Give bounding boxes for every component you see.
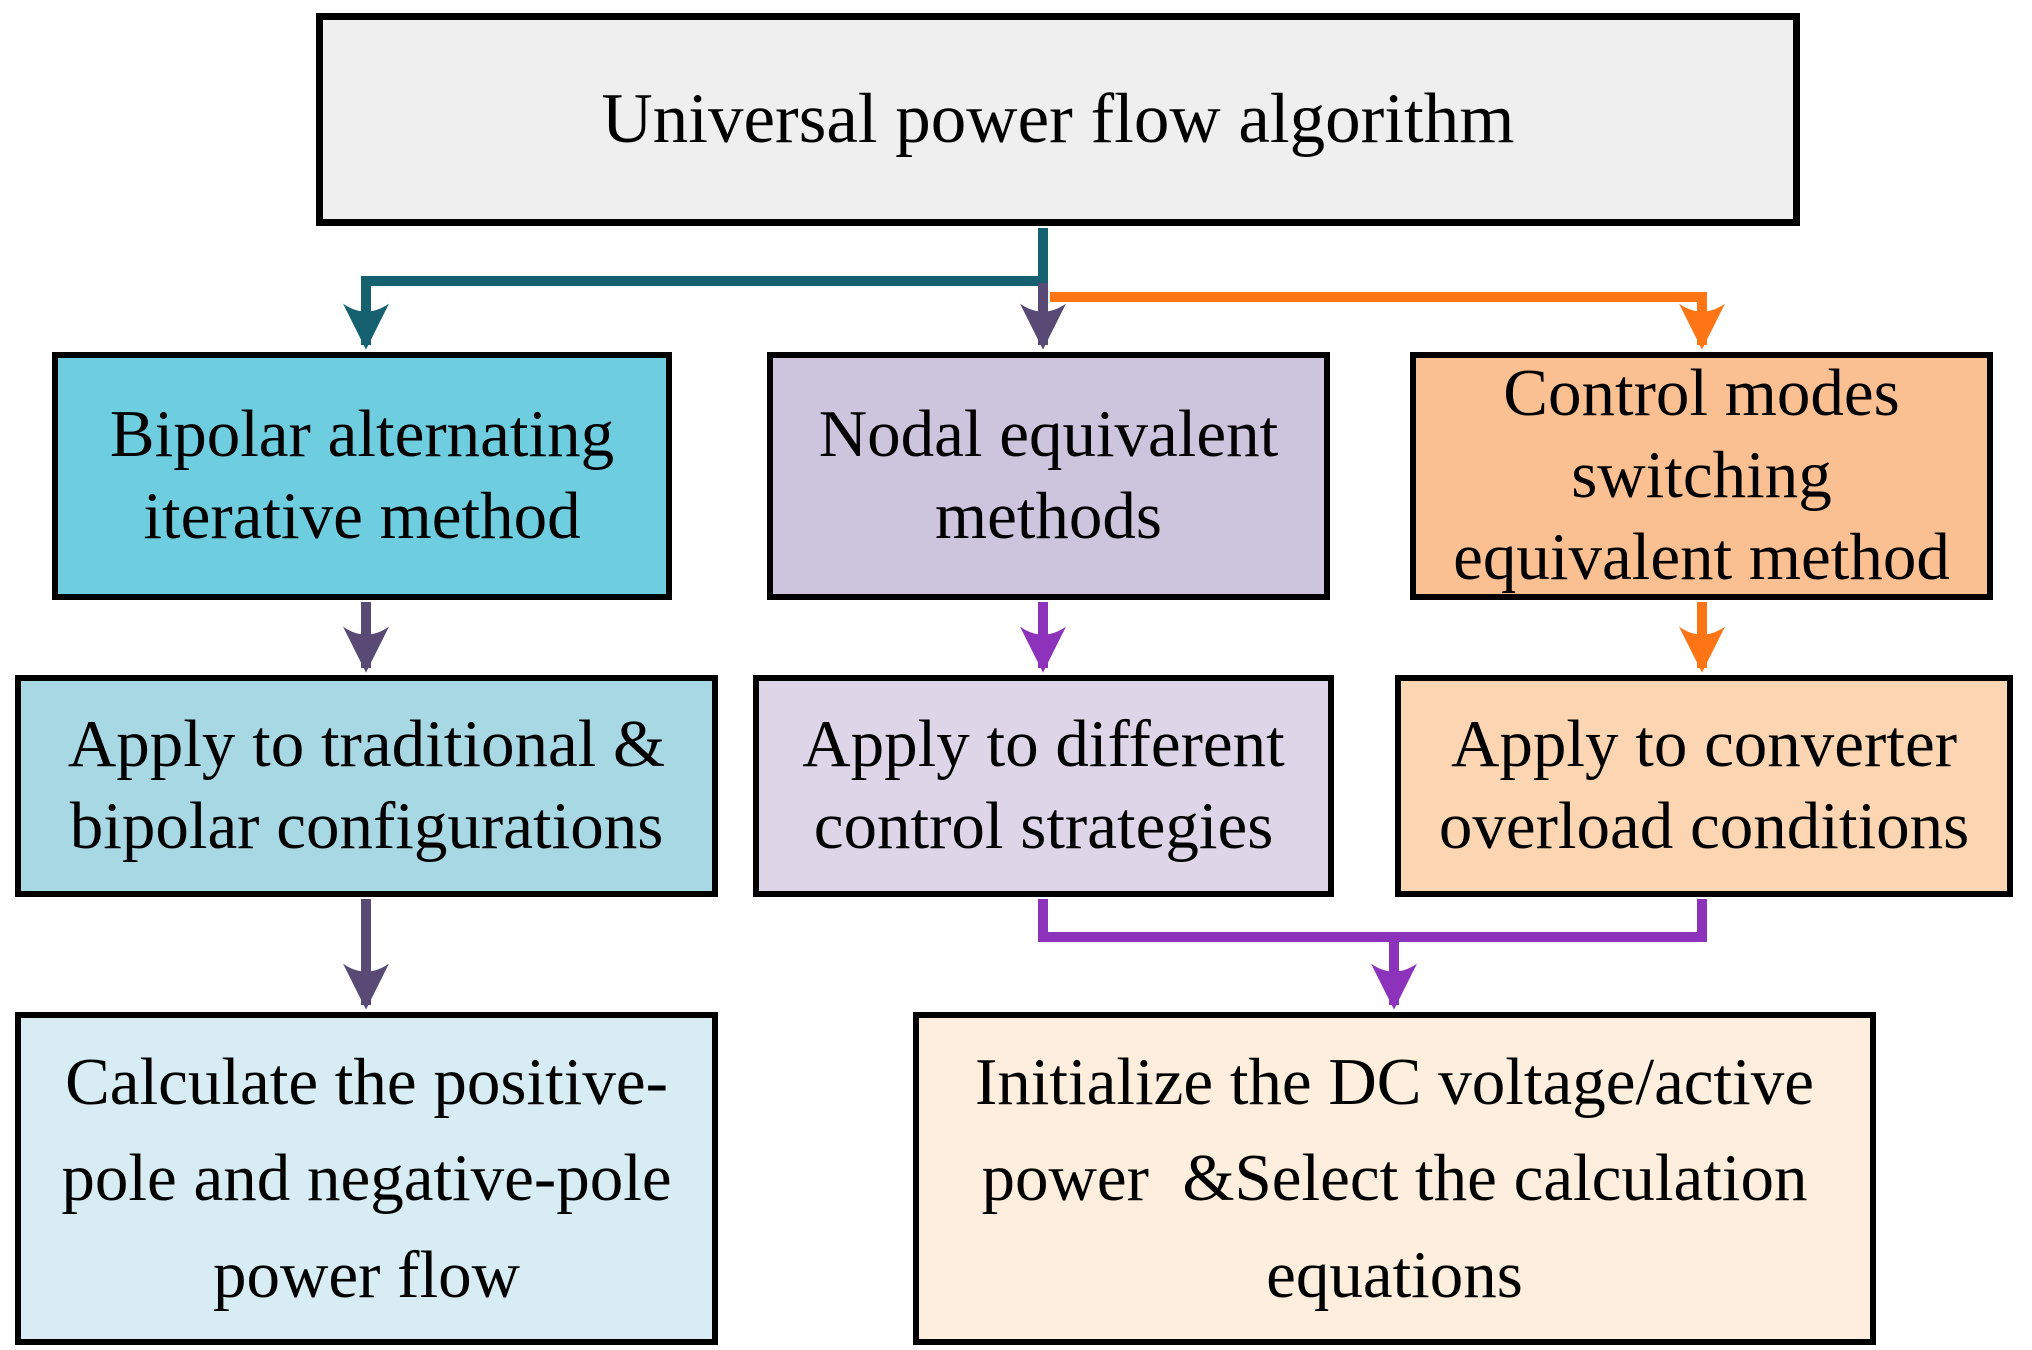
node-universal-power-flow-algorithm: Universal power flow algorithm: [316, 13, 1800, 226]
node-apply-control-label: Apply to different control strategies: [802, 707, 1285, 863]
node-apply-overload-label: Apply to converter overload conditions: [1438, 707, 1970, 863]
connector-title-to-bipolar: [343, 228, 1048, 350]
node-title-label: Universal power flow algorithm: [601, 80, 1515, 159]
node-apply-to-traditional-bipolar-configurations: Apply to traditional & bipolar configura…: [15, 675, 718, 897]
node-initialize-dc-voltage-select-equations: Initialize the DC voltage/active power &…: [913, 1012, 1876, 1345]
connector-title-to-control: [1050, 292, 1725, 350]
node-apply-to-converter-overload-conditions: Apply to converter overload conditions: [1395, 675, 2013, 897]
node-calculate-label: Calculate the positive- pole and negativ…: [61, 1044, 672, 1312]
connector-merge-apply-branches: [1038, 899, 1707, 942]
node-nodal-equivalent-methods: Nodal equivalent methods: [767, 352, 1330, 600]
node-control-modes-switching-equivalent-method: Control modes switching equivalent metho…: [1410, 352, 1993, 600]
node-apply-traditional-label: Apply to traditional & bipolar configura…: [67, 707, 666, 863]
node-initialize-label: Initialize the DC voltage/active power &…: [974, 1044, 1815, 1312]
node-control-label: Control modes switching equivalent metho…: [1453, 356, 1950, 594]
node-bipolar-alternating-iterative-method: Bipolar alternating iterative method: [52, 352, 672, 600]
node-bipolar-label: Bipolar alternating iterative method: [109, 397, 615, 553]
node-nodal-label: Nodal equivalent methods: [818, 397, 1279, 553]
node-apply-to-different-control-strategies: Apply to different control strategies: [753, 675, 1334, 897]
node-calculate-positive-negative-pole-power-flow: Calculate the positive- pole and negativ…: [15, 1012, 718, 1345]
